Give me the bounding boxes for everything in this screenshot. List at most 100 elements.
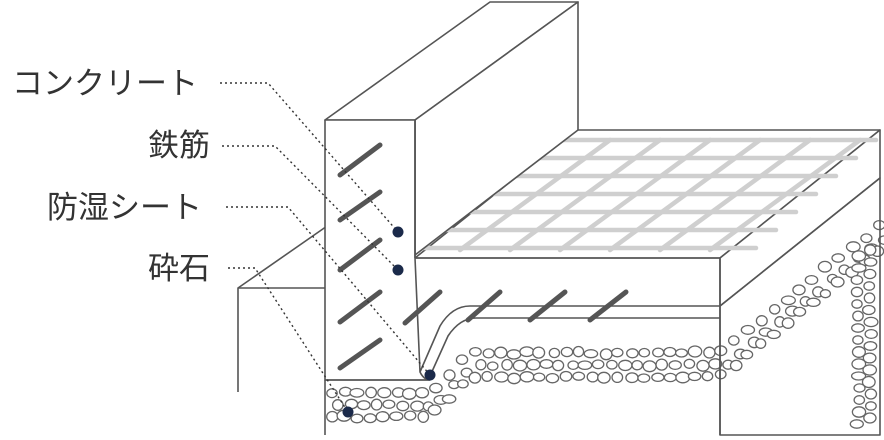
gravel-stone bbox=[577, 360, 593, 371]
gravel-stone bbox=[863, 341, 878, 351]
rebar-mesh bbox=[415, 137, 879, 253]
gravel-stone bbox=[740, 349, 754, 360]
gravel-stone bbox=[642, 360, 657, 373]
gravel-stone bbox=[755, 315, 768, 327]
gravel-stone bbox=[729, 359, 743, 372]
gravel-stone bbox=[370, 398, 383, 411]
gravel-stone bbox=[365, 386, 378, 399]
gravel-stone bbox=[850, 371, 867, 381]
mesh-bar-vertical bbox=[607, 137, 763, 253]
mesh-bar-vertical bbox=[657, 137, 813, 253]
gravel-stone bbox=[377, 387, 392, 399]
gravel-stone bbox=[597, 371, 611, 384]
gravel-stone bbox=[845, 241, 861, 253]
gravel-stone bbox=[427, 404, 442, 416]
marker-gravel bbox=[342, 406, 354, 418]
gravel-stone bbox=[532, 346, 546, 359]
gravel-stone bbox=[853, 383, 866, 393]
gravel-stone bbox=[506, 349, 522, 360]
gravel-stone bbox=[429, 382, 443, 394]
gravel-stone bbox=[545, 372, 560, 384]
gravel-stone bbox=[864, 401, 877, 411]
gravel-stone bbox=[792, 284, 806, 296]
gravel-stone bbox=[766, 329, 781, 340]
marker-membrane bbox=[424, 369, 436, 381]
rebar-rods bbox=[337, 142, 629, 371]
gravel-stone bbox=[851, 250, 867, 262]
outer-footing bbox=[237, 223, 331, 392]
gravel-stone bbox=[851, 299, 863, 309]
rebar-rod bbox=[465, 289, 503, 323]
gravel-stone bbox=[862, 352, 877, 364]
gravel-stone bbox=[567, 360, 580, 371]
gravel-stone bbox=[606, 359, 618, 370]
label-concrete: コンクリート bbox=[12, 66, 198, 102]
gravel-stone bbox=[804, 274, 819, 286]
gravel-stone bbox=[864, 328, 878, 340]
gravel-stone bbox=[703, 346, 716, 359]
gravel-stone bbox=[326, 388, 338, 399]
gravel-stone bbox=[551, 359, 565, 372]
label-gravel: 砕石 bbox=[148, 251, 210, 287]
gravel-stone bbox=[586, 371, 599, 383]
gravel-stone bbox=[696, 359, 710, 372]
gravel-stone bbox=[861, 375, 876, 389]
gravel-stone bbox=[494, 346, 508, 359]
gravel-stone bbox=[792, 306, 807, 317]
gravel-stone bbox=[851, 263, 867, 273]
gravel-stone bbox=[860, 233, 873, 244]
gravel-stone bbox=[850, 286, 864, 298]
gravel-stone bbox=[455, 354, 469, 366]
gravel-stone bbox=[631, 359, 644, 371]
gravel-stone bbox=[481, 370, 493, 382]
gravel-stone bbox=[626, 348, 639, 359]
rebar-rod bbox=[587, 289, 629, 323]
gravel-stone bbox=[625, 372, 639, 384]
gravel-stone bbox=[331, 399, 344, 411]
gravel-stone bbox=[849, 419, 864, 429]
gravel-stone bbox=[363, 413, 377, 424]
gravel-stone bbox=[548, 347, 561, 359]
gravel-stone bbox=[519, 371, 535, 383]
gravel-stone bbox=[852, 310, 864, 322]
gravel-stone bbox=[507, 372, 522, 385]
gravel-stone bbox=[456, 379, 469, 389]
gravel-stone bbox=[780, 295, 796, 306]
gravel-stone bbox=[326, 410, 339, 423]
gravel-stone bbox=[851, 358, 867, 370]
gravel-stone bbox=[611, 347, 624, 358]
rebar-rod bbox=[337, 237, 383, 273]
gravel-stone bbox=[863, 244, 877, 256]
gravel-stone bbox=[572, 371, 586, 381]
gravel-stone bbox=[519, 346, 535, 358]
gravel-stone bbox=[396, 400, 410, 412]
rebar-rod bbox=[402, 289, 443, 326]
gravel-stone bbox=[494, 371, 509, 383]
gravel-stone bbox=[526, 358, 541, 371]
mesh-bar-vertical bbox=[557, 137, 713, 253]
gravel-stone bbox=[668, 360, 682, 371]
gravel-stone bbox=[611, 371, 624, 384]
gravel-stone bbox=[708, 358, 723, 370]
gravel-stone bbox=[382, 399, 396, 409]
gravel-stone bbox=[768, 303, 781, 315]
gravel-stone bbox=[559, 370, 573, 382]
gravel-stone bbox=[560, 346, 574, 358]
gravel-stone bbox=[356, 400, 371, 411]
gravel-stone bbox=[655, 358, 669, 371]
gravel-stone bbox=[863, 268, 877, 280]
gravel-stone bbox=[863, 316, 879, 328]
gravel-stone bbox=[638, 347, 651, 358]
gravel-stone bbox=[401, 387, 417, 400]
rebar-rod bbox=[527, 289, 568, 323]
gravel-stone bbox=[701, 371, 714, 382]
gravel-stone bbox=[482, 348, 495, 359]
gravel-stone bbox=[863, 257, 878, 267]
gravel-stone bbox=[486, 361, 499, 371]
gravel-stone bbox=[675, 371, 691, 384]
gravel-stone bbox=[862, 364, 878, 376]
rebar-rod bbox=[337, 337, 383, 371]
gravel-stone bbox=[755, 338, 767, 349]
gravel-stone bbox=[817, 260, 833, 273]
gravel-stone bbox=[740, 324, 756, 335]
